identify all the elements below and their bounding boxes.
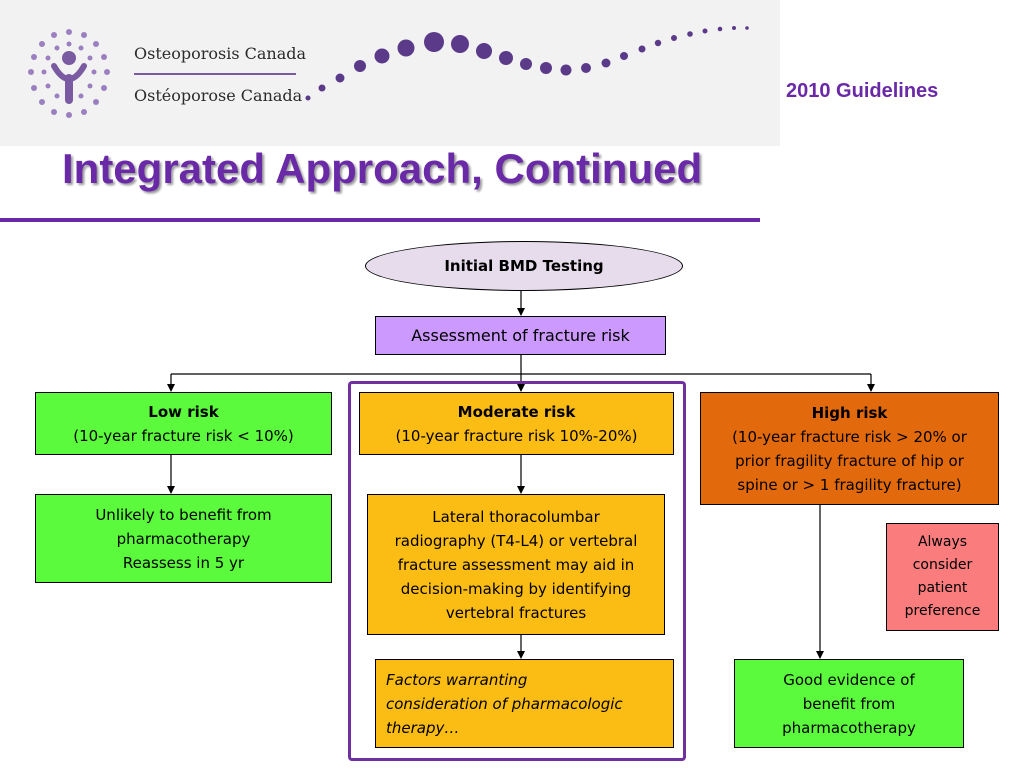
assessment-label: Assessment of fracture risk — [411, 325, 630, 345]
factors-line-3: therapy… — [386, 718, 460, 737]
high-risk-heading: High risk — [811, 403, 888, 422]
patient-preference-note: Always consider patient preference — [886, 523, 999, 631]
moderate-step-line-1: Lateral thoracolumbar — [432, 507, 600, 526]
high-risk-detail-line-3: spine or > 1 fragility fracture) — [737, 475, 962, 494]
low-risk-box: Low risk (10-year fracture risk < 10%) — [35, 392, 332, 455]
high-risk-detail-line-1: (10-year fracture risk > 20% or — [732, 427, 967, 446]
high-result-line-1: Good evidence of — [783, 670, 915, 689]
low-result-line-2: pharmacotherapy — [116, 530, 251, 548]
low-risk-detail: (10-year fracture risk < 10%) — [73, 426, 294, 445]
note-line-4: preference — [904, 603, 981, 619]
low-risk-result-box: Unlikely to benefit from pharmacotherapy… — [35, 494, 332, 583]
factors-line-1: Factors warranting — [386, 670, 528, 689]
high-result-line-3: pharmacotherapy — [782, 718, 916, 737]
start-node-initial-bmd-testing: Initial BMD Testing — [365, 241, 683, 291]
moderate-risk-group-frame — [348, 381, 686, 761]
moderate-risk-detail: (10-year fracture risk 10%-20%) — [395, 426, 638, 445]
title-underline — [0, 218, 760, 222]
note-line-1: Always — [917, 534, 968, 550]
moderate-step-line-5: vertebral fractures — [445, 603, 587, 622]
moderate-step-line-3: fracture assessment may aid in — [397, 555, 635, 574]
moderate-step-line-4: decision-making by identifying — [400, 579, 632, 598]
guidelines-label: 2010 Guidelines — [786, 80, 939, 102]
moderate-step-line-2: radiography (T4-L4) or vertebral — [394, 531, 638, 550]
factors-line-2: consideration of pharmacologic — [386, 694, 623, 713]
note-line-3: patient — [917, 580, 968, 596]
org-name-french: Ostéoporose Canada — [134, 86, 303, 105]
logo-divider — [134, 73, 296, 75]
high-result-line-2: benefit from — [802, 694, 896, 713]
high-risk-box: High risk (10-year fracture risk > 20% o… — [700, 392, 999, 505]
assessment-of-fracture-risk-box: Assessment of fracture risk — [375, 316, 666, 355]
osteoporosis-canada-logo — [28, 29, 110, 118]
decorative-dot-wave — [305, 26, 749, 101]
moderate-risk-heading: Moderate risk — [457, 402, 576, 421]
low-result-line-1: Unlikely to benefit from — [95, 506, 272, 524]
low-risk-heading: Low risk — [148, 402, 219, 421]
high-risk-detail-line-2: prior fragility fracture of hip or — [735, 451, 964, 470]
moderate-risk-box: Moderate risk (10-year fracture risk 10%… — [359, 392, 674, 455]
header-band — [0, 0, 780, 146]
high-risk-result-box: Good evidence of benefit from pharmacoth… — [734, 659, 964, 748]
slide-title: Integrated Approach, Continued — [62, 145, 703, 192]
moderate-risk-factors-box: Factors warranting consideration of phar… — [375, 659, 674, 748]
low-result-line-3: Reassess in 5 yr — [122, 554, 245, 572]
note-line-2: consider — [912, 557, 973, 573]
moderate-risk-imaging-box: Lateral thoracolumbar radiography (T4-L4… — [367, 494, 665, 635]
org-name-english: Osteoporosis Canada — [134, 44, 307, 63]
